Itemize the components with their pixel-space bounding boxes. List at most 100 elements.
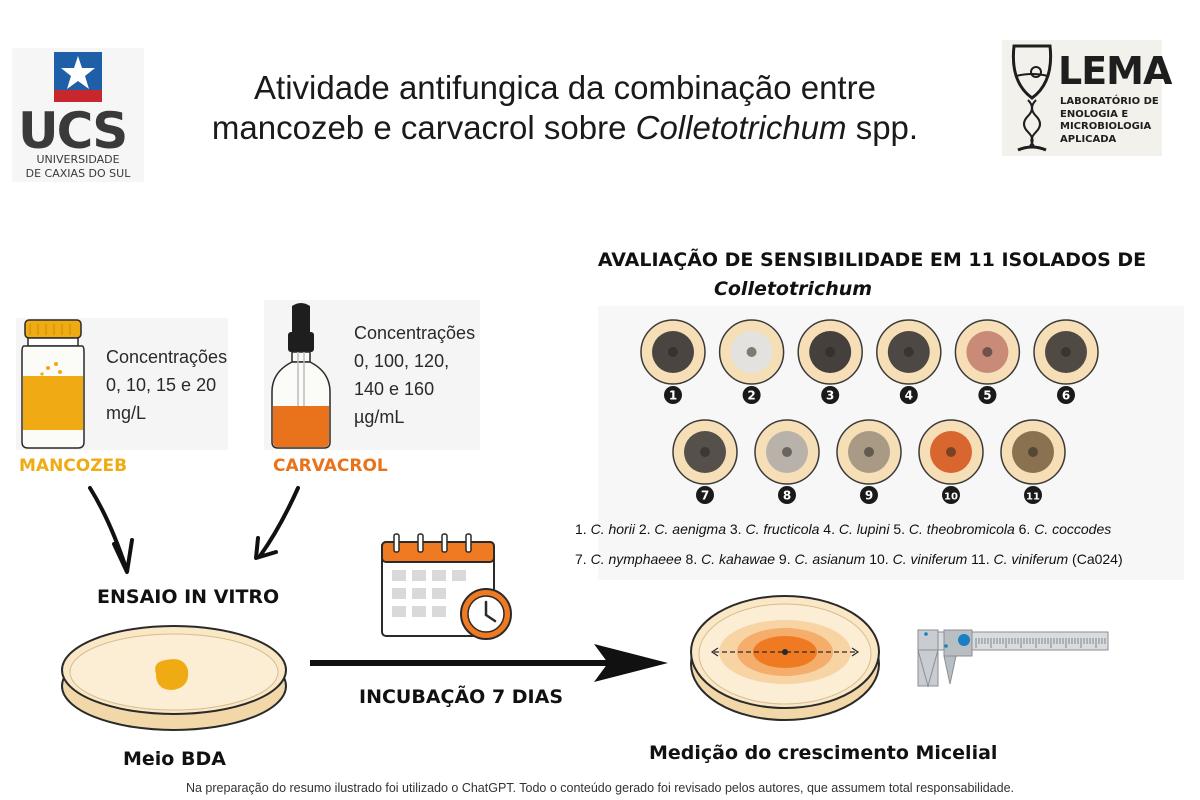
isolate-number: 7: [701, 489, 709, 503]
isolate-number-badge: [1057, 386, 1075, 404]
species-number: 11.: [967, 551, 994, 567]
title-line-2-end: spp.: [846, 108, 919, 146]
mancozeb-concentrations: Concentrações 0, 10, 15 e 20 mg/L: [106, 344, 227, 428]
mancozeb-label: MANCOZEB: [19, 456, 128, 476]
isolates-plates: 1 2 3 4 5 6 7 8 9 10 11: [640, 319, 1099, 504]
isolate-number: 11: [1026, 492, 1040, 503]
colony-center: [1061, 347, 1071, 357]
isolate-plate: 1: [640, 319, 706, 404]
isolate-number-badge: [696, 486, 714, 504]
species-name: C. horii: [590, 521, 635, 537]
ucs-logo-line2: DE CAXIAS DO SUL: [25, 167, 131, 180]
isolate-number: 5: [983, 389, 991, 403]
mancozeb-drop: [155, 659, 189, 690]
carvacrol-arrow: [258, 486, 300, 558]
mancozeb-panel: Concentrações 0, 10, 15 e 20 mg/L: [16, 318, 228, 450]
isolate-plate: 6: [1033, 319, 1099, 404]
title-line-2-start: mancozeb e carvacrol sobre: [211, 108, 636, 146]
isolate-plate: 5: [954, 319, 1021, 404]
colony-center: [825, 347, 836, 357]
title-line-1: Atividade antifungica da combinação entr…: [254, 69, 876, 106]
calendar-clock-icon: [381, 533, 512, 640]
isolate-number-badge: [978, 386, 997, 404]
colony-center: [903, 347, 914, 357]
carvacrol-dropper-bottle-icon: [271, 303, 331, 449]
species-name: C. theobromicola: [908, 521, 1015, 537]
mancozeb-jar-icon: [21, 319, 85, 449]
isolate-number-badge: [664, 386, 682, 404]
isolate-number-badge: [1024, 486, 1042, 504]
species-number: 4.: [819, 521, 839, 537]
title-genus: Colletotrichum: [635, 108, 847, 146]
isolate-plate: 2: [718, 319, 785, 404]
ucs-star-icon: [54, 52, 102, 102]
isolate-number-badge: [860, 486, 878, 504]
isolate-number-badge: [742, 386, 761, 404]
mancozeb-conc-line-3: mg/L: [106, 402, 147, 423]
species-name: C. viniferum: [993, 551, 1069, 567]
caliper-icon: [917, 629, 1109, 688]
isolate-number: 10: [944, 492, 958, 503]
bda-petri-dish: [61, 625, 287, 731]
colony-center: [864, 447, 874, 457]
species-number: 1.: [575, 521, 591, 537]
carvacrol-conc-line-1: Concentrações: [354, 323, 476, 343]
isolate-number: 3: [826, 389, 834, 403]
isolate-number: 1: [669, 389, 677, 403]
species-list-line-2: 7. C. nymphaeee 8. C. kahawae 9. C. asia…: [575, 551, 1123, 567]
species-number: 6.: [1014, 521, 1035, 537]
species-name: C. fructicola: [745, 521, 820, 537]
incubation-arrow: [310, 644, 668, 682]
mancozeb-conc-line-1: Concentrações: [106, 347, 228, 367]
species-name: C. coccodes: [1034, 521, 1112, 537]
isolate-number: 9: [865, 489, 873, 503]
isolate-number-badge: [942, 486, 960, 504]
colony-center: [782, 447, 792, 457]
isolate-plate: 4: [876, 319, 942, 404]
page-title: Atividade antifungica da combinação entr…: [160, 68, 970, 147]
carvacrol-conc-line-3: 140 e 160: [354, 378, 435, 399]
lema-line-1: LABORATÓRIO DE: [1060, 96, 1159, 107]
carvacrol-panel: Concentrações 0, 100, 120, 140 e 160 µg/…: [264, 300, 480, 450]
lema-line-3: MICROBIOLOGIA: [1060, 121, 1152, 132]
footnote: Na preparação do resumo ilustrado foi ut…: [185, 781, 1015, 795]
ucs-logo-word: UCS: [18, 102, 128, 160]
lema-line-4: APLICADA: [1060, 133, 1117, 145]
medium-label: Meio BDA: [123, 748, 226, 770]
colony-center: [1028, 447, 1038, 457]
isolate-number: 2: [747, 389, 755, 403]
isolate-number-badge: [778, 486, 796, 504]
lema-logo-word: LEMA: [1058, 49, 1172, 93]
isolate-plate: 9: [836, 419, 902, 504]
mancozeb-conc-line-2: 0, 10, 15 e 20: [106, 374, 217, 395]
species-suffix: (Ca024): [1068, 551, 1123, 567]
sensitivity-title: AVALIAÇÃO DE SENSIBILIDADE EM 11 ISOLADO…: [597, 249, 1147, 271]
species-number: 9.: [775, 551, 795, 567]
species-number: 3.: [726, 521, 746, 537]
isolate-plate: 3: [797, 319, 863, 404]
measurement-label: Medição do crescimento Micelial: [649, 742, 998, 764]
species-name: C. kahawae: [701, 551, 776, 567]
isolate-number: 8: [783, 489, 791, 503]
reagent-arrows: [88, 486, 300, 574]
title-line-2: mancozeb e carvacrol sobre Colletotrichu…: [160, 108, 970, 148]
species-name: C. lupini: [838, 521, 890, 537]
species-name: C. asianum: [794, 551, 866, 567]
isolate-number: 4: [905, 389, 913, 403]
isolate-number: 6: [1062, 389, 1070, 403]
colony-center: [668, 347, 678, 357]
species-name: C. viniferum: [892, 551, 968, 567]
colony-center: [746, 347, 757, 357]
carvacrol-conc-line-2: 0, 100, 120,: [354, 350, 450, 371]
measurement-petri-dish: [690, 595, 880, 721]
carvacrol-concentrations: Concentrações 0, 100, 120, 140 e 160 µg/…: [354, 320, 475, 432]
species-number: 7.: [575, 551, 591, 567]
carvacrol-conc-line-4: µg/mL: [354, 406, 405, 427]
colony-center: [982, 347, 993, 357]
carvacrol-label: CARVACROL: [273, 456, 388, 476]
species-number: 5.: [889, 521, 909, 537]
species-number: 2.: [634, 521, 655, 537]
species-name: C. nymphaeee: [590, 551, 682, 567]
ucs-logo-line1: UNIVERSIDADE: [36, 153, 120, 166]
species-number: 10.: [865, 551, 893, 567]
